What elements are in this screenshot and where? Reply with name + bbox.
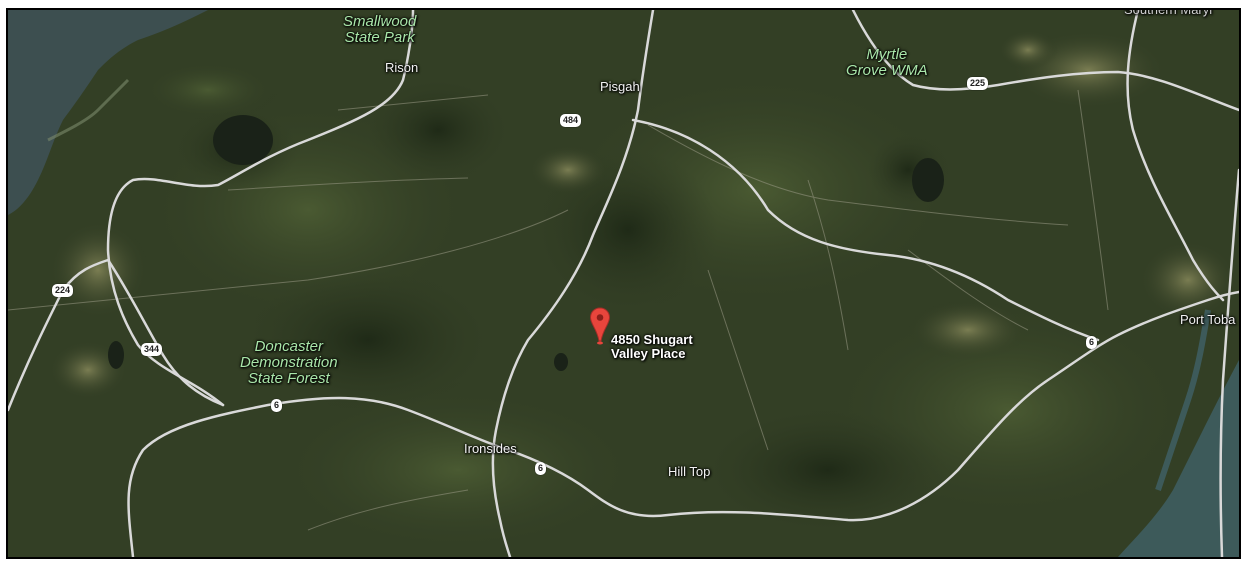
- river-water: [8, 10, 208, 215]
- route-shield-6-east[interactable]: 6: [1086, 336, 1098, 349]
- route-shield-484[interactable]: 484: [560, 114, 582, 127]
- label-smallwood-state-park[interactable]: Smallwood State Park: [343, 13, 417, 46]
- label-pisgah[interactable]: Pisgah: [600, 79, 640, 94]
- label-southern-maryland[interactable]: Southern Maryl: [1124, 8, 1213, 17]
- label-ironsides[interactable]: Ironsides: [464, 441, 517, 456]
- label-doncaster-state-forest[interactable]: Doncaster Demonstration State Forest: [240, 338, 338, 387]
- creek-channel: [1155, 309, 1211, 491]
- label-hill-top[interactable]: Hill Top: [668, 464, 711, 479]
- map-pin-icon[interactable]: [589, 307, 611, 347]
- ponds: [108, 115, 944, 371]
- route-shield-225[interactable]: 225: [967, 77, 989, 90]
- major-roads: [8, 10, 1239, 557]
- route-shield-6-center[interactable]: 6: [535, 462, 547, 475]
- route-shield-6-west[interactable]: 6: [271, 399, 283, 412]
- satellite-map[interactable]: [8, 10, 1239, 557]
- route-shield-344[interactable]: 344: [141, 343, 163, 356]
- creek-water: [1118, 360, 1239, 557]
- map-frame[interactable]: Smallwood State Park Rison Pisgah Myrtle…: [6, 8, 1241, 559]
- label-rison[interactable]: Rison: [385, 60, 419, 75]
- river-shore: [47, 78, 130, 142]
- route-shield-224[interactable]: 224: [52, 284, 74, 297]
- label-port-tobacco[interactable]: Port Toba: [1180, 312, 1236, 327]
- marker-address-label[interactable]: 4850 Shugart Valley Place: [611, 332, 693, 361]
- label-myrtle-grove-wma[interactable]: Myrtle Grove WMA: [846, 46, 928, 79]
